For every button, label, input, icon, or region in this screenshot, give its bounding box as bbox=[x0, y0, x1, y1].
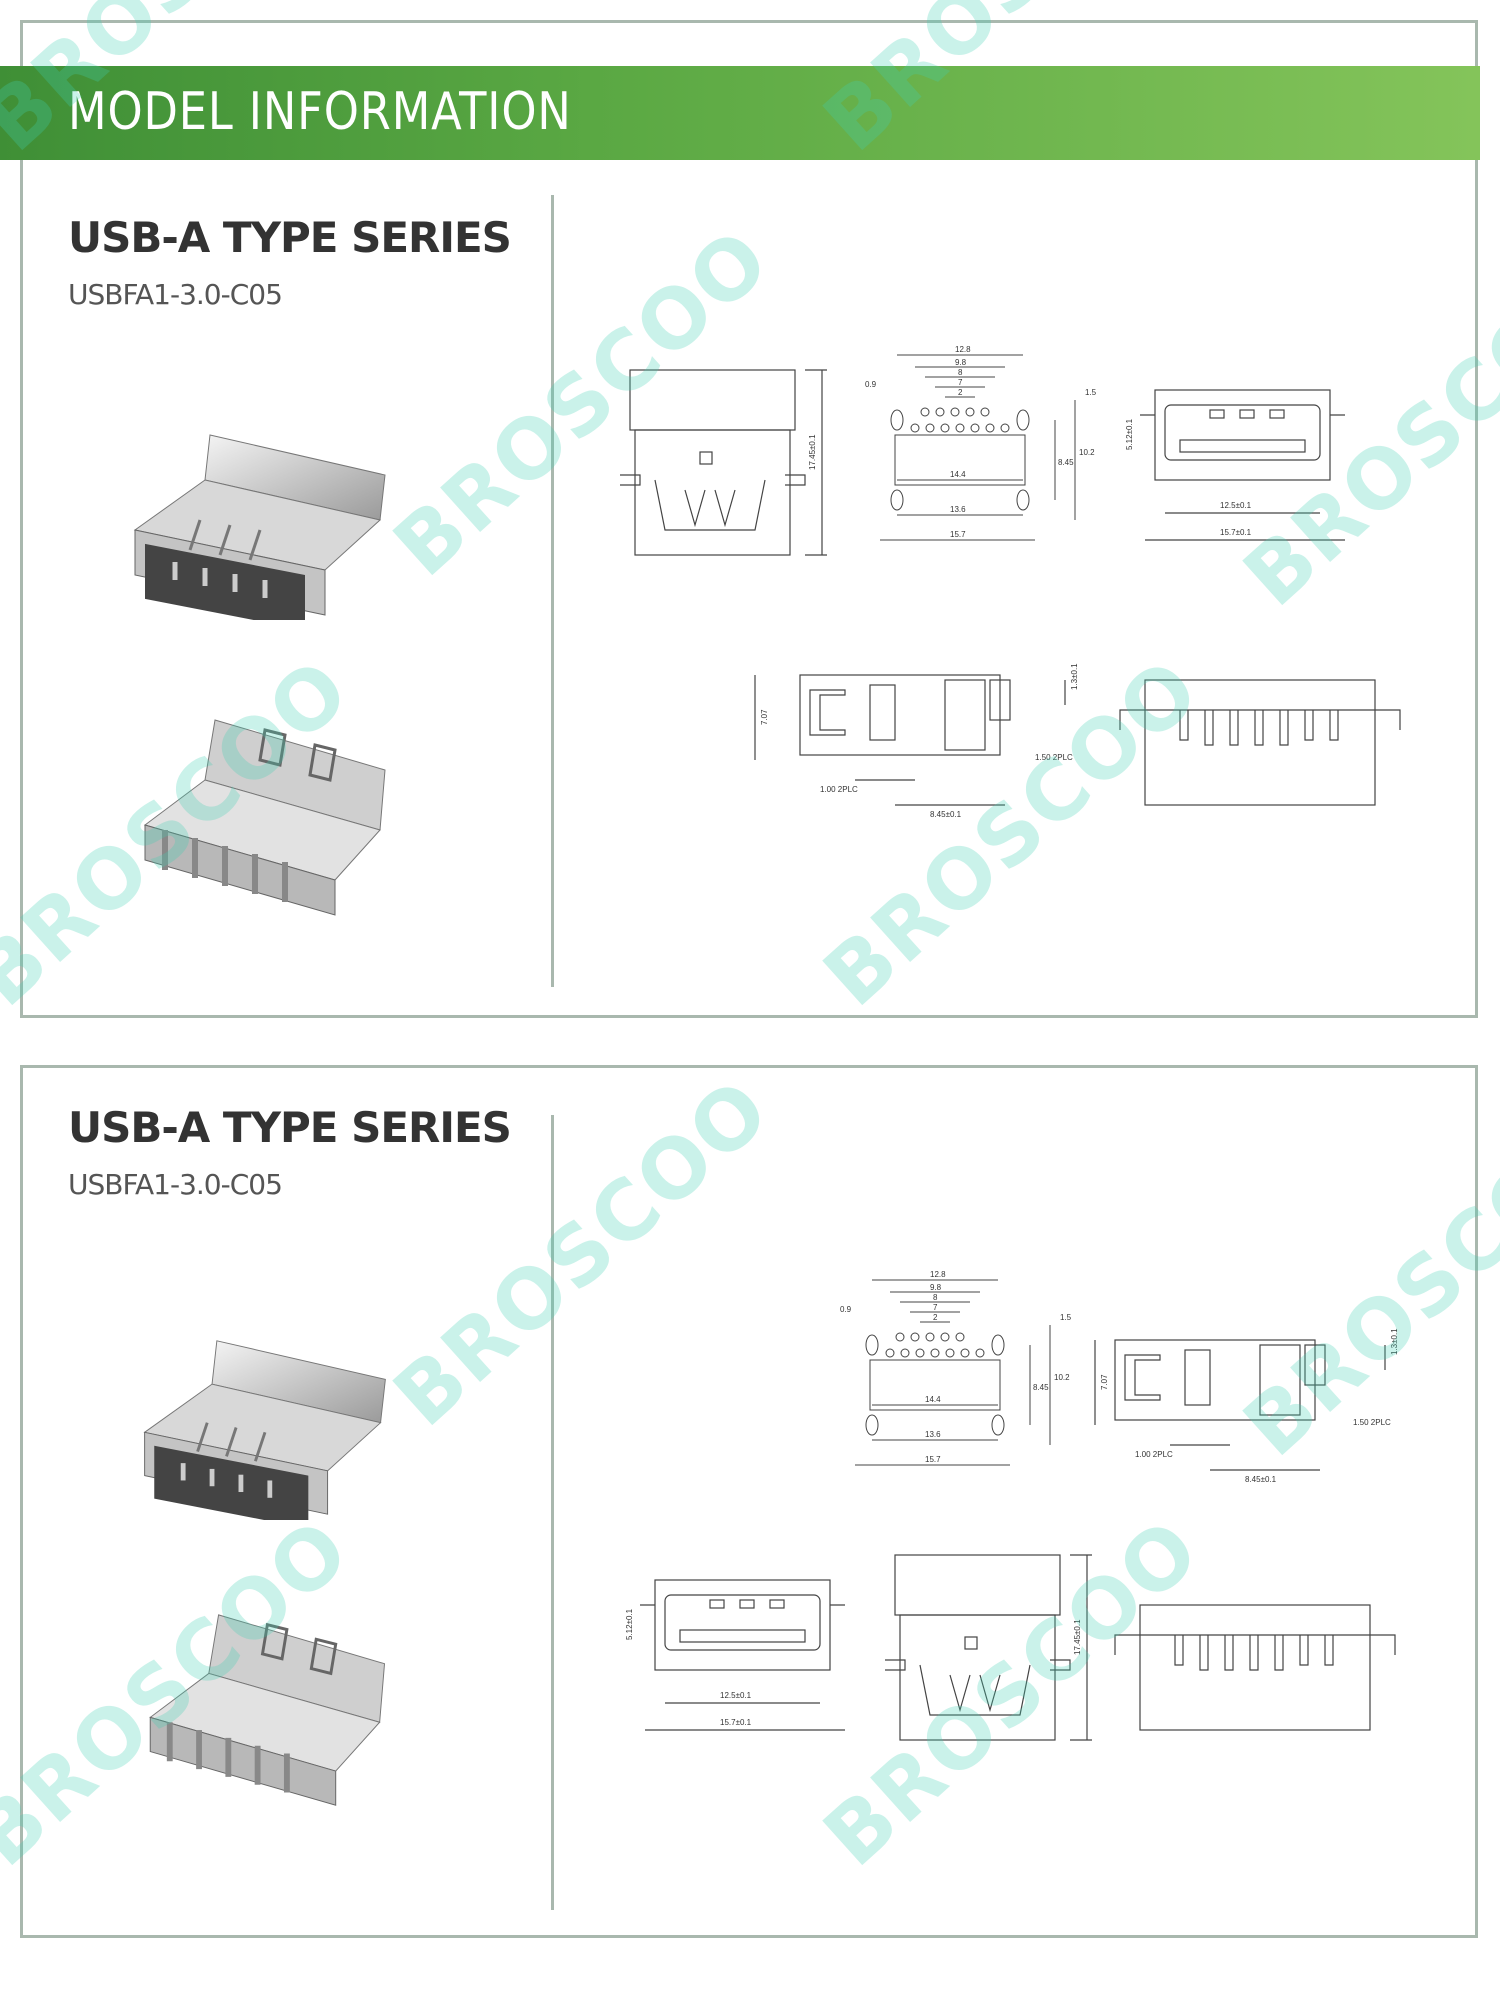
dim-9.8: 9.8 bbox=[955, 358, 967, 367]
dim-17.45: 17.45±0.1 bbox=[808, 434, 817, 470]
drawing-front-view-1: 12.5±0.1 15.7±0.1 5.12±0.1 bbox=[1125, 389, 1345, 541]
dim-12.8: 12.8 bbox=[955, 345, 971, 354]
dim-8-b: 8 bbox=[933, 1293, 938, 1302]
dim-12.5: 12.5±0.1 bbox=[1220, 501, 1252, 510]
drawing-top-view-2: 7.07 1.00 2PLC 8.45±0.1 1.50 2PLC 1.3±0.… bbox=[1094, 1328, 1399, 1484]
connector-photo-front-1 bbox=[133, 434, 386, 620]
dim-7-b: 7 bbox=[933, 1303, 938, 1312]
dim-8.45: 8.45 bbox=[1058, 458, 1074, 467]
dim-15.7-front-b: 15.7±0.1 bbox=[720, 1718, 752, 1727]
dim-12.8-b: 12.8 bbox=[930, 1270, 946, 1279]
drawing-front-view-2: 12.5±0.1 15.7±0.1 5.12±0.1 bbox=[625, 1579, 845, 1731]
dim-1.50-2plc-b: 1.50 2PLC bbox=[1353, 1418, 1391, 1427]
drawing-footprint-2: 12.8 9.8 8 7 2 0.9 1.5 14.4 13.6 15.7 8.… bbox=[840, 1270, 1072, 1466]
dim-1.3: 1.3±0.1 bbox=[1070, 663, 1079, 690]
dim-2: 2 bbox=[958, 388, 963, 397]
dim-8: 8 bbox=[958, 368, 963, 377]
drawing-bottom-view-2 bbox=[1114, 1604, 1396, 1731]
dim-5.12-b: 5.12±0.1 bbox=[625, 1608, 634, 1640]
model-code-1: USBFA1-3.0-C05 bbox=[68, 278, 283, 311]
dim-2-b: 2 bbox=[933, 1313, 938, 1322]
series-title-1: USB-A TYPE SERIES bbox=[68, 213, 512, 262]
dim-1.50-2plc: 1.50 2PLC bbox=[1035, 753, 1073, 762]
dim-12.5-b: 12.5±0.1 bbox=[720, 1691, 752, 1700]
drawing-top-view-1: 7.07 1.00 2PLC 8.45±0.1 1.50 2PLC 1.3±0.… bbox=[754, 663, 1079, 819]
dim-1.3-b: 1.3±0.1 bbox=[1390, 1328, 1399, 1355]
dim-14.4-b: 14.4 bbox=[925, 1395, 941, 1404]
drawing-bottom-view-1 bbox=[1119, 679, 1401, 806]
series-title-2: USB-A TYPE SERIES bbox=[68, 1103, 512, 1152]
section-divider-1 bbox=[551, 195, 554, 987]
dim-8.45-top-b: 8.45±0.1 bbox=[1245, 1475, 1277, 1484]
dim-0.9: 0.9 bbox=[865, 380, 877, 389]
connector-photo-back-2 bbox=[149, 1614, 386, 1806]
dim-15.7-front: 15.7±0.1 bbox=[1220, 528, 1252, 537]
page-title: MODEL INFORMATION bbox=[68, 82, 572, 142]
dim-9.8-b: 9.8 bbox=[930, 1283, 942, 1292]
drawing-side-view-2: 17.45±0.1 bbox=[885, 1554, 1092, 1741]
dim-8.45-b: 8.45 bbox=[1033, 1383, 1049, 1392]
connector-photo-front-2 bbox=[143, 1340, 386, 1520]
dim-1.5-b: 1.5 bbox=[1060, 1313, 1072, 1322]
section-divider-2 bbox=[551, 1115, 554, 1910]
dim-7.07: 7.07 bbox=[760, 709, 769, 725]
dim-13.6-b: 13.6 bbox=[925, 1430, 941, 1439]
drawing-footprint-1: 12.8 9.8 8 7 2 0.9 1.5 14.4 13.6 15.7 8.… bbox=[865, 345, 1097, 541]
drawing-side-view-1: 17.45±0.1 bbox=[620, 369, 827, 556]
dim-7: 7 bbox=[958, 378, 963, 387]
dim-10.2-b: 10.2 bbox=[1054, 1373, 1070, 1382]
dim-8.45-top: 8.45±0.1 bbox=[930, 810, 962, 819]
dim-1.00-2plc: 1.00 2PLC bbox=[820, 785, 858, 794]
dim-15.7-b: 15.7 bbox=[925, 1455, 941, 1464]
dim-17.45-b: 17.45±0.1 bbox=[1073, 1619, 1082, 1655]
connector-photo-back-1 bbox=[143, 719, 386, 916]
dim-0.9-b: 0.9 bbox=[840, 1305, 852, 1314]
dim-14.4: 14.4 bbox=[950, 470, 966, 479]
dim-15.7: 15.7 bbox=[950, 530, 966, 539]
model-code-2: USBFA1-3.0-C05 bbox=[68, 1168, 283, 1201]
dim-10.2: 10.2 bbox=[1079, 448, 1095, 457]
dim-1.00-2plc-b: 1.00 2PLC bbox=[1135, 1450, 1173, 1459]
dim-7.07-b: 7.07 bbox=[1100, 1374, 1109, 1390]
dim-1.5: 1.5 bbox=[1085, 388, 1097, 397]
dim-13.6: 13.6 bbox=[950, 505, 966, 514]
dim-5.12: 5.12±0.1 bbox=[1125, 418, 1134, 450]
header-banner: MODEL INFORMATION bbox=[0, 66, 1480, 160]
